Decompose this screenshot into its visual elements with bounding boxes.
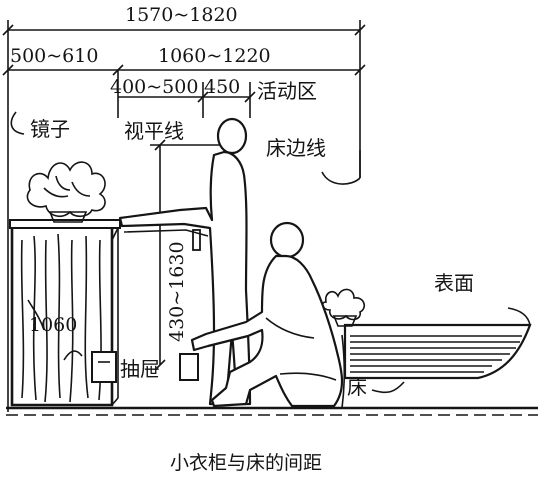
dimension-lines (2, 20, 366, 412)
wardrobe-cabinet (9, 219, 201, 407)
dim-gap: 450 (204, 76, 240, 98)
label-bed: 床 (347, 375, 367, 399)
label-surface: 表面 (434, 271, 474, 295)
floor (6, 406, 538, 416)
diagram-caption: 小衣柜与床的间距 (170, 452, 322, 474)
label-drawer: 抽屉 (120, 357, 160, 381)
label-activity-zone: 活动区 (257, 79, 317, 103)
dim-activity-span: 1060~1220 (158, 45, 271, 67)
dim-total-width: 1570~1820 (125, 4, 238, 26)
dim-eye-height: 430~1630 (166, 241, 188, 342)
dim-cabinet-height: 1060 (29, 314, 77, 336)
potted-plant (26, 161, 106, 223)
bed (321, 288, 532, 409)
label-mirror: 镜子 (30, 117, 70, 141)
mirror-leader (10, 111, 25, 135)
crouching-person (179, 221, 344, 408)
label-bed-edge-line: 床边线 (266, 136, 326, 160)
dim-mirror-zone: 500~610 (10, 45, 98, 67)
dim-reach: 400~500 (110, 76, 198, 98)
label-sight-line: 视平线 (124, 119, 184, 143)
